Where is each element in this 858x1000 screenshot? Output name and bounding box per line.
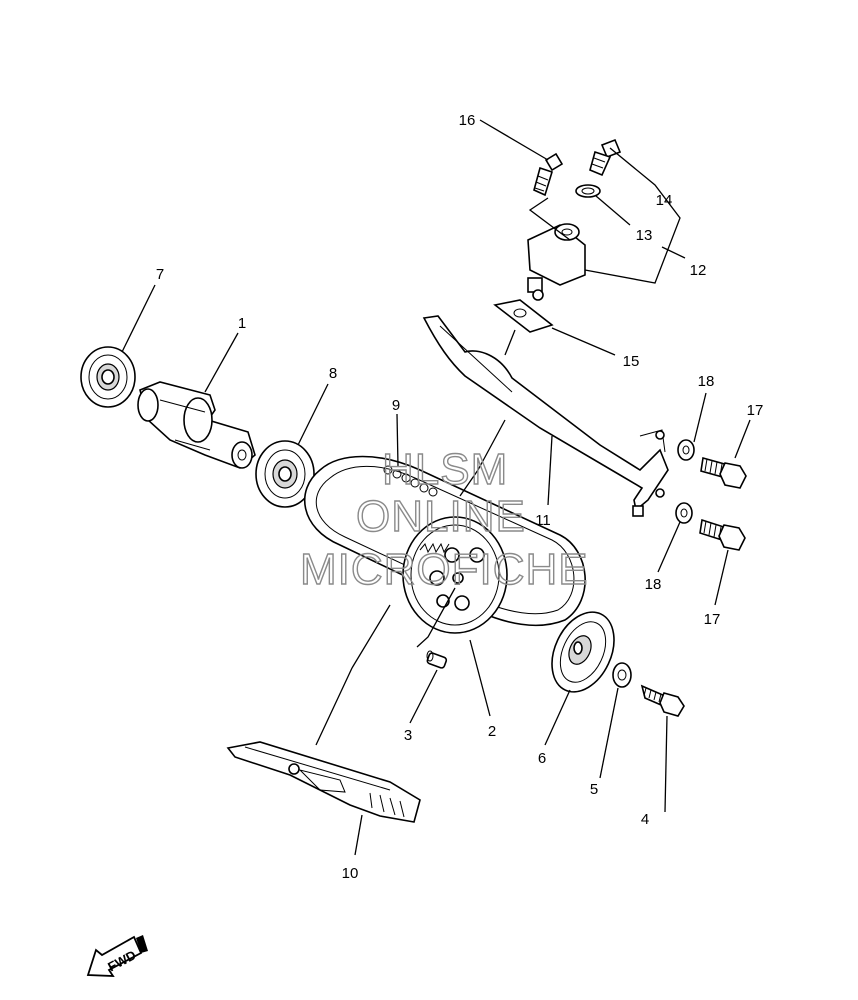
part-18-washer-upper (677, 439, 695, 461)
callout-8: 8 (329, 365, 337, 382)
leader-lines (121, 119, 751, 856)
watermark: HLSM ONLINE MICROFICHE (299, 444, 589, 594)
part-5-washer (612, 662, 632, 688)
part-11-tensioner-guide (422, 315, 669, 517)
watermark-line-3: MICROFICHE (300, 545, 589, 594)
callout-5: 5 (590, 781, 598, 798)
part-18-washer-lower (675, 502, 693, 524)
callout-16: 16 (459, 112, 476, 129)
part-8-bearing (255, 440, 315, 508)
callout-18-lower: 18 (645, 576, 662, 593)
part-12-tensioner (527, 223, 586, 301)
part-17-bolt-lower (699, 518, 746, 551)
part-10-chain-guide (226, 741, 421, 823)
callout-18-upper: 18 (698, 373, 715, 390)
callout-1: 1 (238, 315, 246, 332)
watermark-line-2: ONLINE (356, 492, 526, 541)
callout-13: 13 (636, 227, 653, 244)
watermark-line-1: HLSM (382, 445, 508, 494)
callout-9: 9 (392, 397, 400, 414)
part-13-o-ring (575, 184, 601, 198)
callout-labels: 1 2 3 4 5 6 7 8 9 10 11 12 13 14 15 16 1… (156, 112, 764, 882)
part-17-bolt-upper (700, 456, 747, 489)
callout-3: 3 (404, 727, 412, 744)
part-14-bolt (589, 138, 622, 177)
callout-7: 7 (156, 266, 164, 283)
callout-4: 4 (641, 811, 649, 828)
callout-10: 10 (342, 865, 359, 882)
callout-11: 11 (535, 512, 551, 529)
callout-15: 15 (623, 353, 640, 370)
part-15-gasket (493, 299, 554, 333)
callout-14: 14 (656, 192, 673, 209)
part-3-dowel-pin (426, 650, 448, 669)
part-16-bolt (533, 152, 564, 197)
callout-6: 6 (538, 750, 546, 767)
callout-12: 12 (690, 262, 707, 279)
part-1-camshaft (137, 381, 256, 469)
part-4-bolt (640, 684, 685, 717)
part-9-spring (383, 465, 450, 554)
part-7-bearing (80, 346, 136, 408)
callout-2: 2 (488, 723, 496, 740)
fwd-arrow-icon: FWD (86, 935, 148, 977)
callout-17-upper: 17 (747, 402, 764, 419)
part-6-plate (551, 611, 615, 693)
callout-17-lower: 17 (704, 611, 721, 628)
part-2-sprocket (402, 516, 508, 634)
